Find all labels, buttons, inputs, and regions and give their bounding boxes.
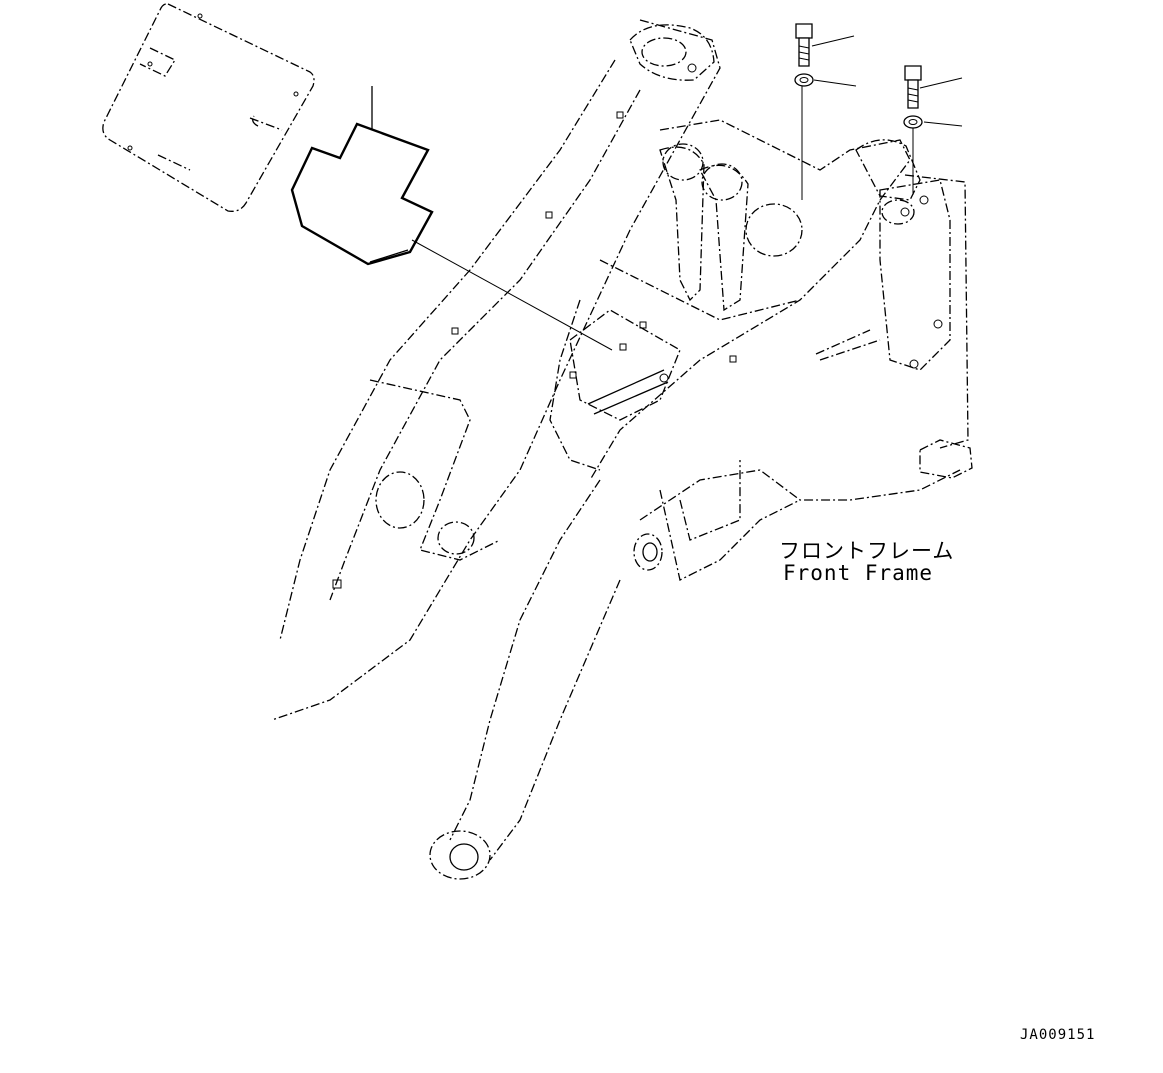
drawing-code: JA009151 [1020,1027,1096,1043]
cover-sheet-dashed [102,3,315,212]
bolt-icon [795,23,813,67]
bolt-icon [904,65,922,109]
cover-plate-icon [290,86,613,351]
washer-icon [794,73,814,87]
front-frame-outline [271,19,973,880]
leader-lines [801,35,963,200]
front-frame-label-jp: フロントフレーム [779,539,955,563]
washer-icon [903,115,923,129]
front-frame-label-en: Front Frame [783,561,934,585]
